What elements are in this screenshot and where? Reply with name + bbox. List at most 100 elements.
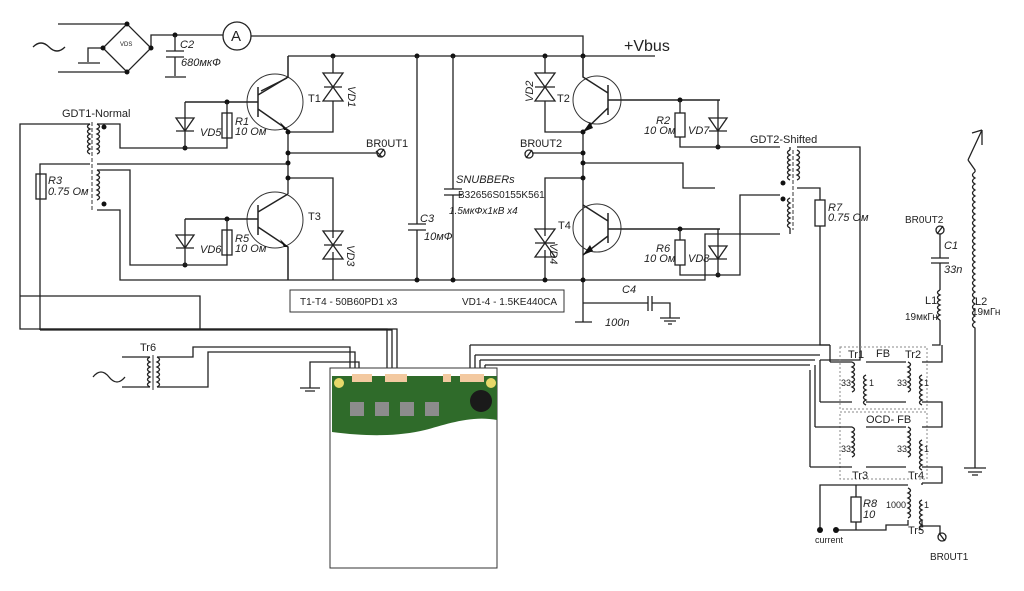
svg-text:33n: 33n <box>944 264 962 276</box>
svg-text:R7: R7 <box>828 202 843 214</box>
tvs-diode-vd1: VD1 <box>288 56 357 133</box>
svg-text:10 Ом: 10 Ом <box>235 243 267 255</box>
snubber-capacitors: SNUBBERs B32656S0155K561 1.5мкФx1кВ x4 <box>444 56 545 283</box>
diode-vd7-r2: R2 10 Ом VD7 <box>644 97 780 150</box>
svg-text:C1: C1 <box>944 240 958 252</box>
svg-text:current: current <box>815 535 844 545</box>
svg-text:33: 33 <box>897 444 907 454</box>
diode-vd8-r6: R6 10 Ом VD8 <box>610 194 780 281</box>
capacitor-c2: C2 680мкФ <box>165 32 221 78</box>
pcb-image <box>332 376 497 436</box>
svg-text:100n: 100n <box>605 317 629 329</box>
resistor-r3: R3 0.75 Ом <box>35 173 89 200</box>
svg-text:33: 33 <box>841 444 851 454</box>
parts-note-box: T1-T4 - 50B60PD1 x3 VD1-4 - 1.5KE440CA <box>289 289 565 313</box>
svg-text:+Vbus: +Vbus <box>624 38 670 55</box>
svg-text:T1: T1 <box>308 93 321 105</box>
current-transformer-tr5: 1000 1 Tr5 R8 10 current BR0UT1 <box>815 483 969 563</box>
diode-vd5-r1: VD5 R1 10 Ом <box>174 99 267 151</box>
brout2-terminal: BR0UT2 <box>520 138 562 150</box>
svg-text:L1: L1 <box>925 295 937 307</box>
svg-text:1: 1 <box>924 444 929 454</box>
transistor-t4: T4 <box>558 203 720 256</box>
svg-text:10 Ом: 10 Ом <box>644 125 676 137</box>
svg-text:10 Ом: 10 Ом <box>235 126 267 138</box>
svg-text:R3: R3 <box>48 175 63 187</box>
svg-text:T3: T3 <box>308 211 321 223</box>
transistor-t3: T3 <box>185 191 321 280</box>
svg-text:Tr1: Tr1 <box>848 349 864 361</box>
svg-text:1.5мкФx1кВ x4: 1.5мкФx1кВ x4 <box>449 206 518 217</box>
svg-text:T1-T4 - 50B60PD1 x3: T1-T4 - 50B60PD1 x3 <box>300 297 398 308</box>
svg-text:33: 33 <box>841 378 851 388</box>
svg-text:Tr4: Tr4 <box>908 470 924 482</box>
tvs-diode-vd2: VD2 <box>524 56 583 133</box>
svg-text:680мкФ: 680мкФ <box>181 57 221 69</box>
svg-text:R8: R8 <box>863 498 878 510</box>
svg-text:VD8: VD8 <box>688 253 710 265</box>
transistor-t1: T1 <box>185 56 321 131</box>
svg-text:B32656S0155K561: B32656S0155K561 <box>458 190 545 201</box>
svg-text:0.75 Ом: 0.75 Ом <box>48 186 89 198</box>
controller-board <box>329 367 498 569</box>
vbus-rail: +Vbus <box>288 38 670 59</box>
diode-vd6-r5: VD6 R5 10 Ом <box>174 216 267 268</box>
svg-text:1000: 1000 <box>886 500 906 510</box>
svg-text:A: A <box>231 28 241 45</box>
gate-transformer-gdt2: GDT2-Shifted R7 0.75 Ом <box>750 134 869 361</box>
svg-text:GDT2-Shifted: GDT2-Shifted <box>750 134 817 146</box>
svg-text:VD2: VD2 <box>524 81 536 102</box>
svg-text:10: 10 <box>863 509 876 521</box>
svg-text:19мГн: 19мГн <box>972 307 1000 318</box>
svg-text:VD3: VD3 <box>344 245 356 267</box>
svg-text:VD7: VD7 <box>688 125 710 137</box>
svg-text:R1: R1 <box>235 116 249 128</box>
svg-text:GDT1-Normal: GDT1-Normal <box>62 108 130 120</box>
feedback-transformers: Tr1 FB Tr2 OCD- FB Tr3 Tr4 33 1 33 1 33 … <box>470 344 943 484</box>
ammeter: A <box>222 21 584 56</box>
gate-transformer-gdt1: GDT1-Normal <box>19 108 610 330</box>
svg-text:BR0UT2: BR0UT2 <box>905 215 944 226</box>
ac-source-symbol <box>32 42 66 52</box>
transformer-tr6: Tr6 <box>20 296 860 392</box>
svg-text:33: 33 <box>897 378 907 388</box>
svg-text:Tr3: Tr3 <box>852 470 868 482</box>
transistor-t2: T2 <box>557 56 720 133</box>
svg-text:19мкГн: 19мкГн <box>905 312 938 323</box>
svg-text:0.75 Ом: 0.75 Ом <box>828 212 869 224</box>
svg-text:VD5: VD5 <box>200 127 222 139</box>
svg-text:1: 1 <box>869 378 874 388</box>
svg-text:SNUBBERs: SNUBBERs <box>456 174 515 186</box>
tvs-diode-vd3: VD3 <box>321 230 356 267</box>
svg-text:Tr2: Tr2 <box>905 349 921 361</box>
svg-text:R6: R6 <box>656 243 671 255</box>
svg-text:VD6: VD6 <box>200 244 222 256</box>
node-column-right: BR0UT2 C4 100n <box>520 129 715 329</box>
tvs-diode-vd4: VD4 <box>533 228 559 264</box>
svg-text:Tr6: Tr6 <box>140 342 156 354</box>
svg-text:R5: R5 <box>235 233 250 245</box>
svg-text:VD1: VD1 <box>345 86 357 107</box>
svg-text:R2: R2 <box>656 115 670 127</box>
bridge-rectifier: VDS <box>58 21 223 75</box>
svg-text:L2: L2 <box>975 296 987 308</box>
svg-text:C4: C4 <box>622 284 636 296</box>
capacitor-c3: C3 10мФ <box>408 56 453 283</box>
svg-text:BR0UT1: BR0UT1 <box>930 552 969 563</box>
svg-text:C2: C2 <box>180 39 194 51</box>
svg-text:OCD- FB: OCD- FB <box>866 414 911 426</box>
svg-text:1: 1 <box>924 378 929 388</box>
output-lc: BR0UT2 C1 33n L1 19мкГн L2 19мГн <box>905 129 1000 476</box>
svg-text:VD1-4 - 1.5KE440CA: VD1-4 - 1.5KE440CA <box>462 297 557 308</box>
svg-text:T4: T4 <box>558 220 571 232</box>
svg-text:10 Ом: 10 Ом <box>644 253 676 265</box>
svg-text:VD4: VD4 <box>547 243 559 264</box>
svg-text:C3: C3 <box>420 213 435 225</box>
svg-text:10мФ: 10мФ <box>424 231 453 243</box>
svg-text:1: 1 <box>924 500 929 510</box>
svg-text:T2: T2 <box>557 93 570 105</box>
brout1-terminal: BR0UT1 <box>366 138 408 150</box>
svg-text:FB: FB <box>876 348 890 360</box>
svg-text:Tr5: Tr5 <box>908 525 924 537</box>
